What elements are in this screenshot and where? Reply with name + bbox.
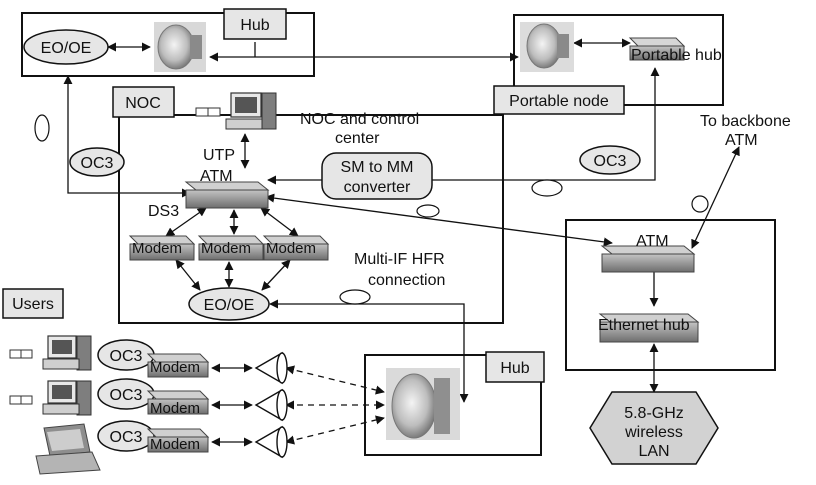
wireless-lan-hexagon: [589, 391, 719, 465]
fiber-loop-2: [531, 179, 563, 197]
user-oc3-2-label: OC3: [110, 387, 143, 404]
modem-3-device: [262, 235, 330, 261]
fiber-loop-5: [691, 195, 709, 213]
laptop-icon: [35, 423, 101, 475]
fiber-eo-to-atm: [63, 75, 191, 198]
hub-top-box: [223, 8, 287, 40]
users-box: [2, 288, 64, 319]
sm-mm-converter-line1: SM to MM: [341, 159, 414, 176]
portable-node-box: [493, 85, 625, 115]
user-modem-2-device: [146, 390, 210, 415]
hub-bottom-box: [485, 351, 545, 383]
wlan-label-line3: LAN: [638, 443, 669, 460]
user-computer-1-icon: [9, 335, 92, 371]
modem-3-label: Modem: [266, 240, 316, 257]
user-computer-2-icon: [9, 380, 92, 416]
fiber-loop-1: [34, 114, 50, 142]
portable-node-label: Portable node: [509, 93, 609, 110]
user-modem-3-device: [146, 428, 210, 453]
user-oc3-3-node: [97, 420, 155, 452]
to-backbone-label-line1: To backbone: [700, 113, 791, 130]
horn-antenna-2-icon: [254, 388, 288, 422]
wlan-label-line2: wireless: [624, 424, 683, 441]
modem-2-device: [197, 235, 265, 261]
link-atm-modem1: [165, 207, 207, 237]
noc-label: NOC: [125, 95, 161, 112]
lan-frame: [565, 219, 776, 371]
eo-oe-top-node: [23, 29, 109, 65]
modem-1-device: [128, 235, 196, 261]
hub-top-label: Hub: [240, 17, 269, 34]
wireless-link-1: [285, 365, 385, 395]
oc3-right-node: [579, 145, 641, 175]
atm-switch-icon: [184, 181, 270, 209]
oc3-left-node: [69, 147, 125, 177]
link-atm-modem3: [260, 207, 299, 237]
multi-if-label-line2: connection: [368, 272, 445, 289]
noc-control-label-line2: center: [335, 130, 380, 147]
atm-lan-label: ATM: [636, 233, 669, 250]
link-eo-bottom-hub: [269, 299, 469, 403]
ethernet-hub-label: Ethernet hub: [598, 317, 690, 334]
user-modem-1-label: Modem: [150, 359, 200, 376]
portable-hub-device-icon: [628, 37, 686, 61]
multi-if-label-line1: Multi-IF HFR: [354, 251, 445, 268]
horn-antenna-3-icon: [254, 425, 288, 459]
fiber-loop-3: [416, 204, 440, 218]
bottom-hub-antenna-icon: [386, 368, 460, 440]
link-modem3-eo: [261, 259, 291, 291]
eo-oe-noc-label: EO/OE: [204, 297, 255, 314]
user-oc3-3-label: OC3: [110, 429, 143, 446]
dish-antenna-icon: [154, 22, 206, 72]
noc-box: [112, 86, 175, 118]
modem-2-label: Modem: [201, 240, 251, 257]
ds3-label: DS3: [148, 203, 179, 220]
hub-bottom-label: Hub: [500, 360, 529, 377]
user-modem-3-label: Modem: [150, 436, 200, 453]
oc3-right-label: OC3: [594, 153, 627, 170]
wireless-link-3: [285, 415, 385, 445]
desktop-computer-icon: [195, 92, 277, 130]
modem-1-label: Modem: [132, 240, 182, 257]
link-modem1-eo: [175, 259, 201, 291]
fiber-loop-4: [339, 289, 371, 305]
wlan-label-line1: 5.8-GHz: [624, 405, 684, 422]
utp-label: UTP: [203, 147, 235, 164]
eo-oe-top-label: EO/OE: [41, 40, 92, 57]
noc-control-label-line1: NOC and control: [300, 111, 419, 128]
users-label: Users: [12, 296, 54, 313]
link-backbone: [691, 146, 740, 249]
sm-mm-converter-line2: converter: [344, 179, 411, 196]
atm-lan-switch-icon: [600, 245, 696, 273]
user-modem-2-label: Modem: [150, 400, 200, 417]
ethernet-hub-device-icon: [598, 313, 700, 343]
eo-oe-noc-node: [188, 287, 270, 321]
oc3-left-label: OC3: [81, 155, 114, 172]
sm-mm-converter-box: [321, 152, 433, 200]
user-oc3-1-label: OC3: [110, 348, 143, 365]
link-atm-atm: [265, 193, 613, 247]
atm-noc-label: ATM: [200, 168, 233, 185]
user-modem-1-device: [146, 353, 210, 378]
portable-dish-antenna-icon: [520, 22, 574, 72]
portable-hub-label: Portable hub: [631, 47, 722, 64]
to-backbone-label-line2: ATM: [725, 132, 758, 149]
horn-antenna-1-icon: [254, 351, 288, 385]
